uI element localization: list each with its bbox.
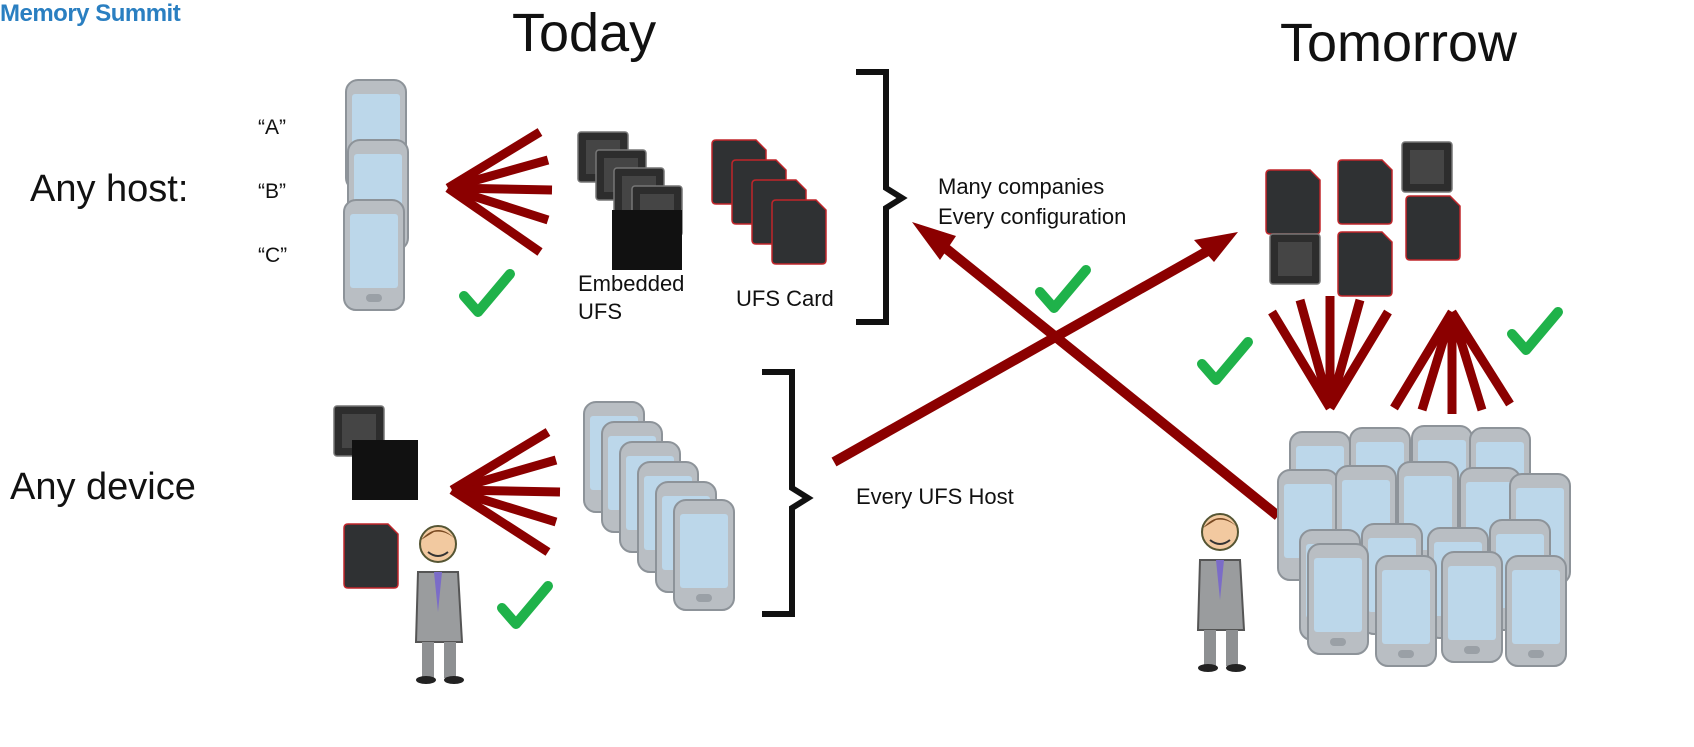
- checkmark-icon-tomorrow-left: [1202, 342, 1248, 380]
- phone-grid-tomorrow: [1277, 425, 1571, 667]
- phone-stack-device: [583, 401, 735, 611]
- host-label-c: “C”: [258, 244, 288, 267]
- arrow-fan-icon-device: [449, 428, 561, 556]
- phone-stack-host: [343, 79, 409, 311]
- businessman-icon-today: [415, 525, 465, 685]
- column-title-today: Today: [512, 3, 657, 63]
- host-label-a: “A”: [258, 116, 286, 139]
- checkmark-icon-cross: [1040, 270, 1086, 308]
- card-stack-ufs: [711, 139, 827, 265]
- row-label-host: Any host:: [30, 168, 189, 210]
- arrowhead-left: [912, 222, 956, 260]
- bracket-icon-companies: [856, 69, 908, 325]
- hosts-note: Every UFS Host: [856, 484, 1014, 509]
- arrow-fan-icon-tomorrow: [1268, 296, 1514, 414]
- bracket-icon-hosts: [762, 369, 814, 617]
- companies-note: Many companies Every configuration: [938, 172, 1126, 232]
- column-title-tomorrow: Tomorrow: [1280, 13, 1518, 73]
- cross-arrows: [831, 230, 1282, 520]
- checkmark-icon-host: [464, 274, 510, 312]
- card-cluster-tomorrow: [1265, 141, 1461, 297]
- arrowhead-right: [1194, 232, 1238, 262]
- checkmark-icon-tomorrow-right: [1512, 312, 1558, 350]
- companies-note-line-1: Many companies: [938, 174, 1105, 199]
- ufs-card-label: UFS Card: [736, 286, 834, 311]
- chip-stack-embedded: [577, 131, 683, 270]
- embedded-ufs-label: Embedded UFS: [578, 271, 685, 324]
- companies-note-line-2: Every configuration: [938, 204, 1127, 229]
- device-icons: [333, 405, 418, 589]
- checkmark-icon-device: [502, 586, 548, 624]
- row-label-device: Any device: [10, 466, 196, 508]
- businessman-icon-tomorrow: [1197, 513, 1247, 673]
- arrow-fan-icon-host: [445, 128, 553, 256]
- logo: Memory Summit: [0, 0, 181, 27]
- host-label-b: “B”: [258, 180, 286, 203]
